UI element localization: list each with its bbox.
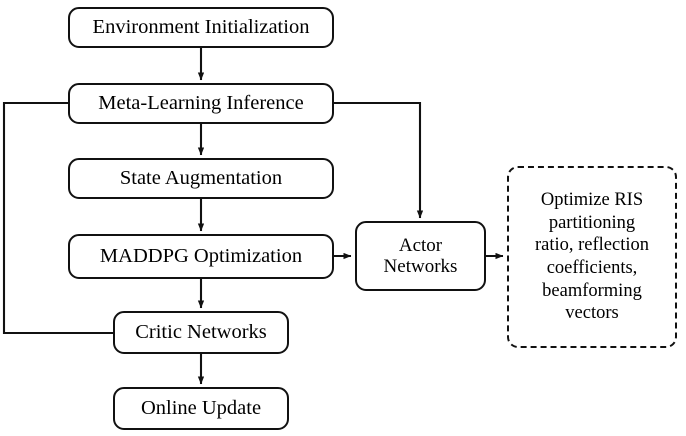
node-actor-networks[interactable]: Actor Networks xyxy=(355,221,486,291)
edge-critic-feedback-to-meta xyxy=(2,101,113,335)
node-label: Actor Networks xyxy=(383,234,458,277)
node-label: Environment Initialization xyxy=(92,15,310,38)
node-environment-initialization[interactable]: Environment Initialization xyxy=(68,7,334,48)
node-label: Online Update xyxy=(140,396,262,419)
node-critic-networks[interactable]: Critic Networks xyxy=(113,311,289,354)
node-label: Meta-Learning Inference xyxy=(98,91,304,114)
node-maddpg-optimization[interactable]: MADDPG Optimization xyxy=(68,234,334,279)
node-state-augmentation[interactable]: State Augmentation xyxy=(68,158,334,199)
node-online-update[interactable]: Online Update xyxy=(113,387,289,430)
node-label: Optimize RIS partitioning ratio, reflect… xyxy=(534,190,650,324)
node-label: MADDPG Optimization xyxy=(99,244,303,267)
node-optimize-ris-objectives[interactable]: Optimize RIS partitioning ratio, reflect… xyxy=(507,166,677,348)
node-meta-learning-inference[interactable]: Meta-Learning Inference xyxy=(68,83,334,124)
node-label: State Augmentation xyxy=(119,166,283,189)
edge-meta-to-actor xyxy=(334,101,424,219)
node-label: Critic Networks xyxy=(135,320,267,343)
